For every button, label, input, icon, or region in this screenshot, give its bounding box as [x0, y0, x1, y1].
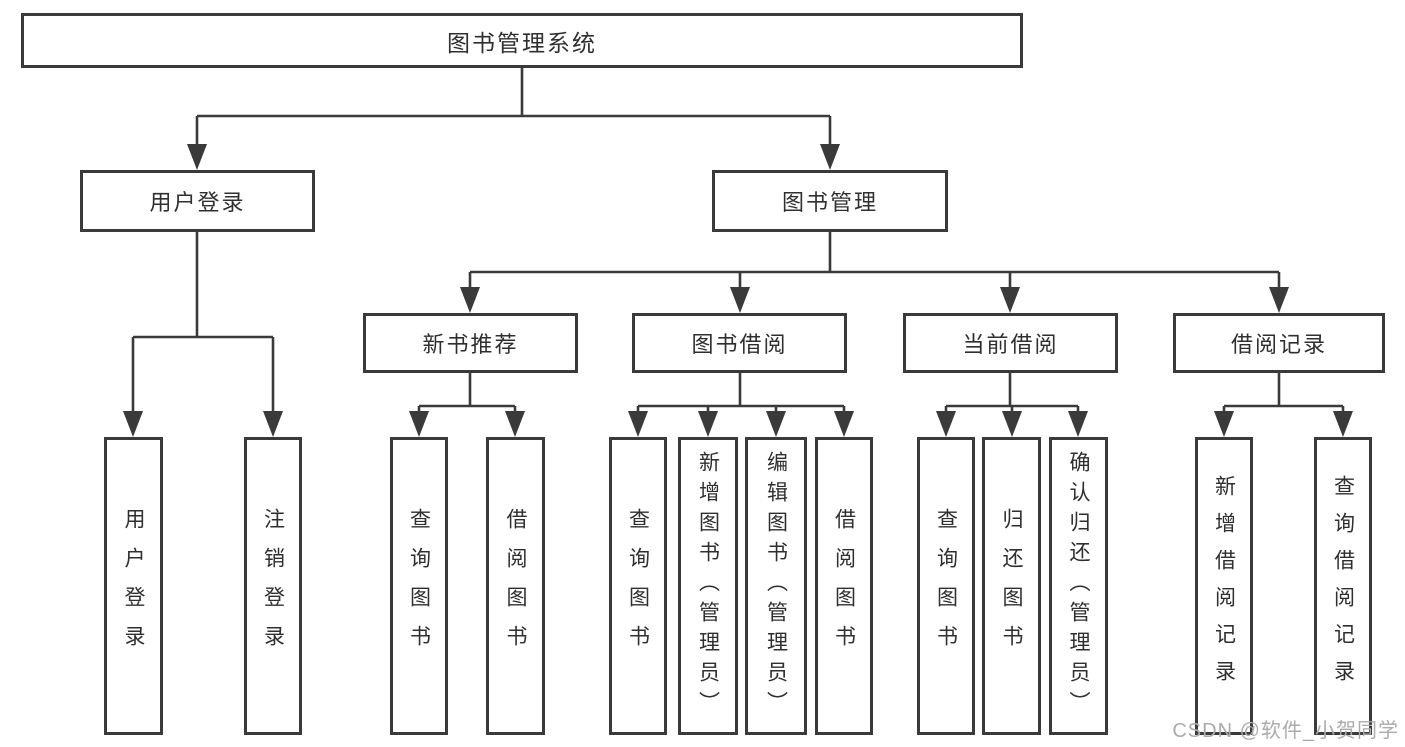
node-book-management-label: 图书管理: [781, 190, 878, 215]
node-library-management-system-label: 图书管理系统: [447, 29, 597, 56]
leaf-cb-return-book-label: 归还图书: [1000, 508, 1023, 664]
leaf-cb-return-book: 归还图书: [982, 437, 1041, 735]
leaf-br-add-record-label: 新增借阅记录: [1212, 475, 1236, 697]
leaf-nb-query-book: 查询图书: [390, 437, 448, 735]
node-library-management-system: 图书管理系统: [21, 13, 1023, 68]
leaf-bb-query-book: 查询图书: [609, 437, 667, 735]
watermark: CSDN @软件_小贺同学: [1172, 720, 1399, 742]
node-new-book-recommendation: 新书推荐: [363, 313, 578, 373]
leaf-nb-borrow-book: 借阅图书: [486, 437, 545, 735]
node-current-borrowing: 当前借阅: [903, 313, 1118, 373]
node-user-login-label: 用户登录: [149, 190, 246, 215]
leaf-br-query-record-label: 查询借阅记录: [1331, 475, 1355, 697]
node-current-borrowing-label: 当前借阅: [962, 332, 1059, 357]
leaf-cb-confirm-return-admin-label: 确认归还（管理员）: [1067, 451, 1090, 721]
leaf-logout-label: 注销登录: [261, 508, 285, 664]
leaf-nb-query-book-label: 查询图书: [407, 508, 431, 664]
leaf-bb-edit-book-admin-label: 编辑图书（管理员）: [764, 451, 788, 721]
leaf-bb-query-book-label: 查询图书: [626, 508, 650, 664]
leaf-br-query-record: 查询借阅记录: [1314, 437, 1372, 735]
node-book-borrowing-label: 图书借阅: [691, 332, 788, 357]
node-user-login: 用户登录: [80, 170, 315, 232]
leaf-bb-borrow-book: 借阅图书: [815, 437, 873, 735]
leaf-cb-confirm-return-admin: 确认归还（管理员）: [1049, 437, 1108, 735]
leaf-nb-borrow-book-label: 借阅图书: [504, 508, 527, 664]
leaf-logout: 注销登录: [244, 437, 302, 735]
leaf-bb-add-book-admin-label: 新增图书（管理员）: [696, 451, 720, 721]
node-book-borrowing: 图书借阅: [632, 313, 847, 373]
node-borrowing-records-label: 借阅记录: [1230, 332, 1327, 357]
leaf-user-login-label: 用户登录: [122, 508, 145, 664]
leaf-bb-borrow-book-label: 借阅图书: [832, 508, 856, 664]
node-new-book-recommendation-label: 新书推荐: [422, 332, 519, 357]
node-borrowing-records: 借阅记录: [1173, 313, 1385, 373]
node-book-management: 图书管理: [712, 170, 948, 232]
leaf-user-login: 用户登录: [104, 437, 163, 735]
leaf-bb-add-book-admin: 新增图书（管理员）: [678, 437, 738, 735]
leaf-cb-query-book: 查询图书: [917, 437, 975, 735]
leaf-cb-query-book-label: 查询图书: [934, 508, 958, 664]
leaf-br-add-record: 新增借阅记录: [1195, 437, 1253, 735]
leaf-bb-edit-book-admin: 编辑图书（管理员）: [745, 437, 807, 735]
